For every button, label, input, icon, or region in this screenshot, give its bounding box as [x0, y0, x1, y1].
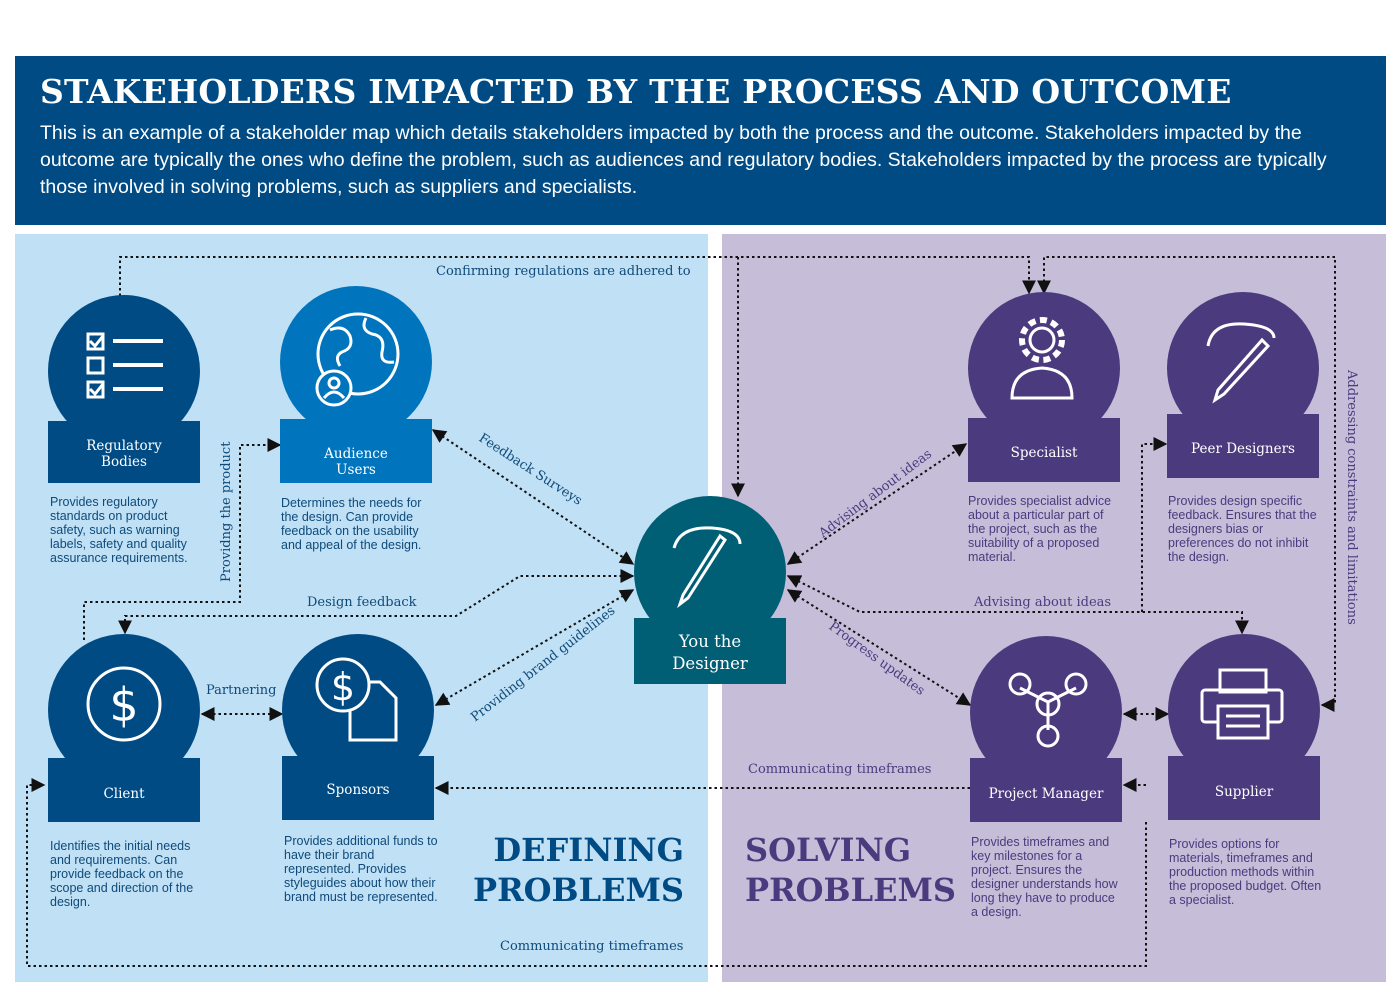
line-constraints-loop [1037, 256, 1336, 712]
line-comm-client [26, 778, 1147, 967]
label-peer-designers: Peer Designers [1191, 441, 1295, 457]
label-brand-guidelines: Providing brand guidelines [468, 603, 618, 725]
label-client: Client [103, 786, 145, 802]
node-project-manager [970, 636, 1122, 822]
label-providing-product: Providng the product [219, 441, 234, 582]
node-supplier [1168, 634, 1320, 820]
label-advising-specialist: Advising about ideas [816, 447, 935, 542]
node-peer-designers [1167, 292, 1319, 478]
page-description: This is an example of a stakeholder map … [40, 122, 1327, 198]
svg-text:$: $ [331, 665, 355, 709]
label-progress-updates: Progress updates [826, 619, 928, 699]
svg-text:$: $ [109, 678, 138, 732]
node-client: $ [48, 634, 200, 822]
node-designer [634, 496, 786, 684]
globe-user-icon [315, 312, 400, 407]
label-specialist: Specialist [1010, 445, 1078, 461]
label-confirming-regulations: Confirming regulations are adhered to [436, 264, 691, 279]
label-design-feedback: Design feedback [307, 595, 417, 610]
line-advising-specialist [786, 443, 968, 565]
network-people-icon [1008, 672, 1088, 748]
node-specialist [968, 292, 1120, 482]
label-supplier: Supplier [1214, 784, 1274, 800]
gear-person-icon [1010, 317, 1074, 400]
desc-supplier: Provides options for materials, timefram… [1169, 837, 1322, 907]
label-sponsors: Sponsors [326, 782, 390, 798]
node-audience-users [280, 286, 432, 483]
label-project-manager: Project Manager [988, 786, 1104, 802]
connector-lines [26, 256, 1336, 967]
header-banner [15, 56, 1386, 225]
node-sponsors: $ [282, 634, 434, 820]
desc-audience-users: Determines the needs for the design. Can… [281, 496, 422, 552]
label-communicating-timeframes-1: Communicating timeframes [748, 762, 932, 777]
label-advising-supplier: Advising about ideas [974, 595, 1112, 610]
desc-regulatory-bodies: Provides regulatory standards on product… [50, 495, 188, 565]
desc-client: Identifies the initial needs and require… [50, 839, 194, 909]
label-feedback-surveys: Feedback Surveys [476, 431, 585, 509]
desc-peer-designers: Provides design specific feedback. Ensur… [1168, 494, 1317, 564]
desc-sponsors: Provides additional funds to have their … [284, 834, 438, 904]
desc-specialist: Provides specialist advice about a parti… [968, 494, 1112, 564]
desc-project-manager: Provides timeframes and key milestones f… [971, 835, 1118, 919]
label-partnering: Partnering [206, 683, 277, 698]
line-feedback-surveys [431, 429, 635, 565]
line-progress [786, 589, 972, 706]
label-constraints: Addressing constraints and limitations [1344, 369, 1359, 625]
dollar-icon: $ [86, 666, 162, 742]
label-communicating-timeframes-2: Communicating timeframes [500, 939, 684, 954]
pencil-icon [1206, 322, 1276, 404]
printer-icon [1200, 668, 1284, 740]
pencil-icon [672, 526, 742, 609]
node-regulatory-bodies [48, 295, 200, 483]
page-title: STAKEHOLDERS IMPACTED BY THE PROCESS AND… [40, 72, 1232, 111]
checklist-icon [86, 332, 163, 399]
dollar-document-icon: $ [315, 657, 398, 742]
line-supplier-peer [1141, 437, 1168, 612]
